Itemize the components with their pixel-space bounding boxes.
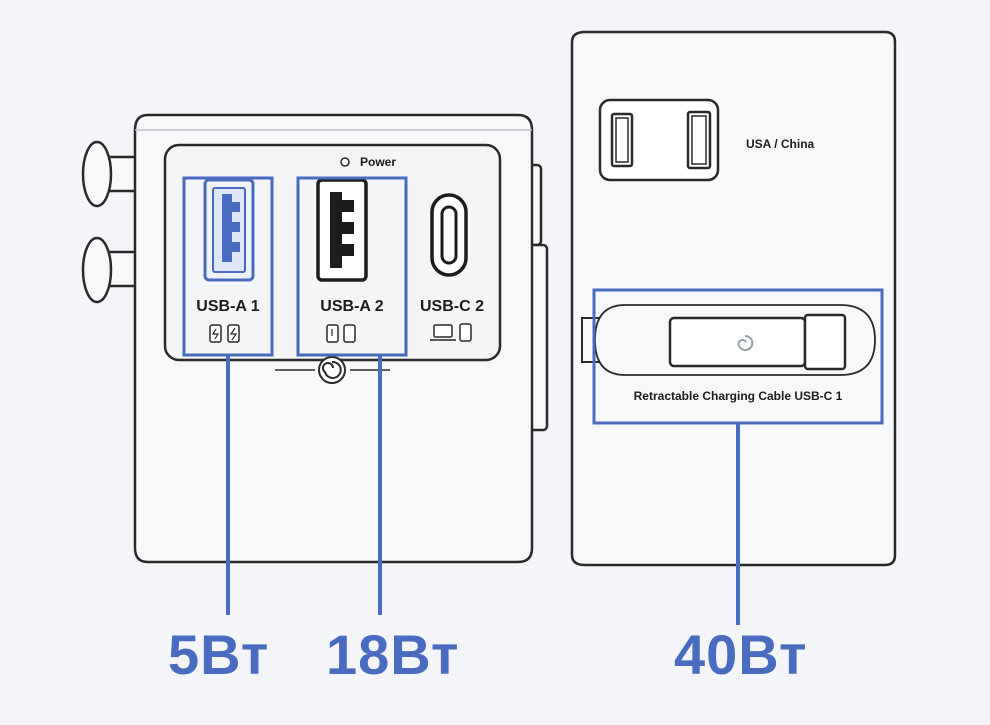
left-adapter [81, 113, 549, 564]
usb-c-2-port [430, 193, 468, 277]
usb-a-2-port [316, 178, 368, 282]
usb-a-1-port [203, 178, 255, 282]
usb-a-2-highlight [296, 176, 408, 357]
phone-icon [326, 324, 356, 343]
right-adapter [570, 30, 897, 567]
cable-label: Retractable Charging Cable USB-C 1 [633, 389, 843, 403]
power-label: Power [360, 155, 397, 169]
phone-icon [209, 324, 240, 343]
plug-pin-upper [81, 140, 140, 208]
us-outlet [598, 98, 720, 182]
plug-type-label: USA / China [746, 137, 815, 151]
usb-a-2-label: USB-A 2 [320, 298, 384, 315]
usb-a-1-label: USB-A 1 [196, 298, 260, 315]
usb-a-2-wattage: 18Вт [326, 623, 460, 686]
usb-c-1-wattage: 40Вт [674, 623, 808, 686]
usb-a-1-wattage: 5Вт [168, 623, 270, 686]
brand-logo-icon [737, 334, 754, 351]
power-led [340, 157, 350, 167]
brand-logo-icon [318, 356, 346, 384]
laptop-icon [430, 323, 472, 342]
plug-pin-lower [81, 236, 140, 304]
retractable-cable [581, 304, 876, 376]
usb-c-2-label: USB-C 2 [419, 298, 484, 315]
